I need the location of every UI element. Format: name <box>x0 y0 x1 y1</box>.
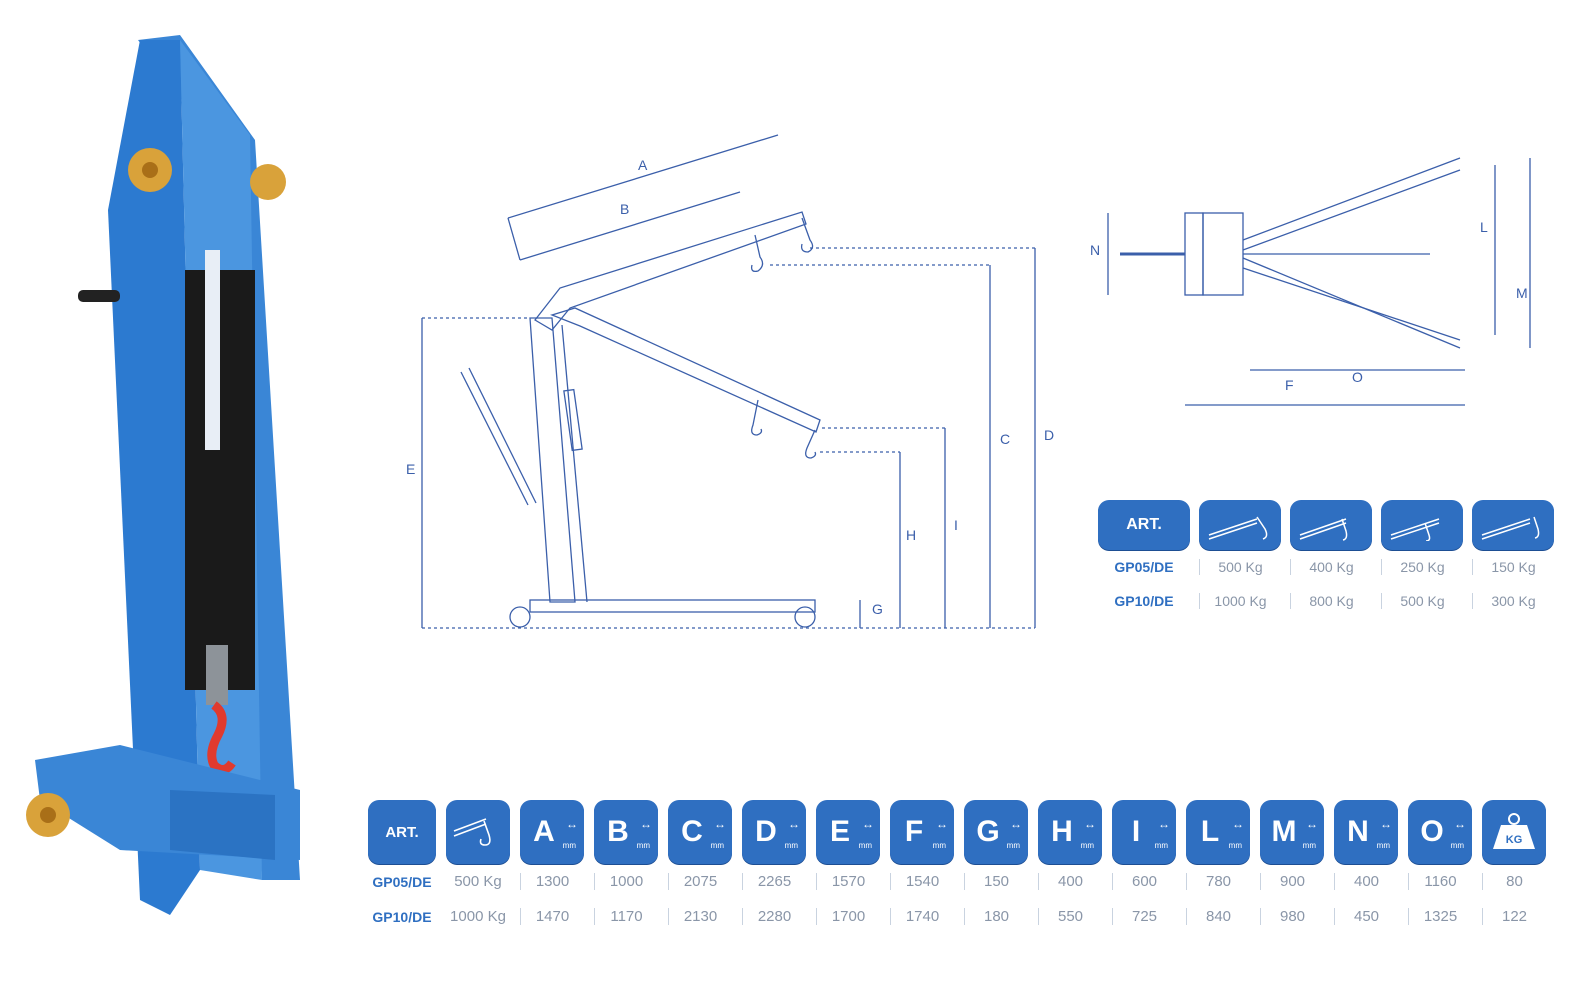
hook-position-1-icon <box>1199 500 1281 550</box>
dim-table-header: ART. A↔mm B↔mm C↔mm D↔mm E↔mm F↔mm G↔mm … <box>368 800 1556 864</box>
hook-position-2-icon <box>1290 500 1372 550</box>
dimensions-table: ART. A↔mm B↔mm C↔mm D↔mm E↔mm F↔mm G↔mm … <box>368 800 1556 934</box>
table-cell: 980 <box>1260 908 1324 925</box>
dim-header-F: F↔mm <box>890 800 954 864</box>
label-D: D <box>1044 427 1054 443</box>
dim-header-G: G↔mm <box>964 800 1028 864</box>
table-cell: 150 Kg <box>1472 559 1554 575</box>
weight-icon-label: KG <box>1506 834 1523 846</box>
dim-header-L: L↔mm <box>1186 800 1250 864</box>
table-cell: 450 <box>1334 908 1398 925</box>
product-photo <box>0 0 330 1000</box>
label-A: A <box>638 157 648 173</box>
label-L: L <box>1480 219 1488 235</box>
table-cell: 1540 <box>890 873 954 890</box>
weight-cell: 80 <box>1482 873 1546 890</box>
dim-header-O: O↔mm <box>1408 800 1472 864</box>
article-code: GP10/DE <box>372 908 432 925</box>
table-cell: 1700 <box>816 908 880 925</box>
label-F: F <box>1285 377 1294 393</box>
table-cell: 2280 <box>742 908 806 925</box>
dim-header-E: E↔mm <box>816 800 880 864</box>
table-row: GP05/DE 500 Kg 400 Kg 250 Kg 150 Kg <box>1098 550 1563 584</box>
label-M: M <box>1516 285 1528 301</box>
hook-position-4-icon <box>1472 500 1554 550</box>
capacity-cell: 1000 Kg <box>450 908 506 925</box>
table-cell: 250 Kg <box>1381 559 1463 575</box>
capacity-cell: 500 Kg <box>454 873 502 890</box>
table-row: GP10/DE 1000 Kg 800 Kg 500 Kg 300 Kg <box>1098 584 1563 618</box>
hook-position-3-icon <box>1381 500 1463 550</box>
table-cell: 500 Kg <box>1381 593 1463 609</box>
hook-capacity-icon <box>446 800 510 864</box>
table-cell: 900 <box>1260 873 1324 890</box>
table-cell: 800 Kg <box>1290 593 1372 609</box>
table-row: GP05/DE 500 Kg 1300 1000 2075 2265 1570 … <box>368 864 1556 899</box>
table-cell: 1300 <box>520 873 584 890</box>
dim-header-M: M↔mm <box>1260 800 1324 864</box>
table-cell: 1000 <box>594 873 658 890</box>
article-code: GP05/DE <box>372 873 432 890</box>
article-code: GP05/DE <box>1114 559 1174 575</box>
table-cell: 1570 <box>816 873 880 890</box>
table-cell: 400 Kg <box>1290 559 1372 575</box>
table-cell: 2075 <box>668 873 732 890</box>
label-C: C <box>1000 431 1010 447</box>
weight-icon: KG <box>1482 800 1546 864</box>
load-table-header: ART. <box>1098 500 1563 550</box>
table-cell: 725 <box>1112 908 1176 925</box>
table-row: GP10/DE 1000 Kg 1470 1170 2130 2280 1700… <box>368 899 1556 934</box>
art-header: ART. <box>1098 500 1190 550</box>
table-cell: 400 <box>1334 873 1398 890</box>
table-cell: 1000 Kg <box>1199 593 1281 609</box>
label-O: O <box>1352 369 1363 385</box>
table-cell: 180 <box>964 908 1028 925</box>
label-B: B <box>620 201 629 217</box>
dim-header-B: B↔mm <box>594 800 658 864</box>
table-cell: 2265 <box>742 873 806 890</box>
table-cell: 1170 <box>594 908 658 925</box>
table-cell: 840 <box>1186 908 1250 925</box>
table-cell: 500 Kg <box>1199 559 1281 575</box>
technical-drawing: A B C D E F G H I L M N O <box>330 0 1589 680</box>
label-H: H <box>906 527 916 543</box>
table-cell: 600 <box>1112 873 1176 890</box>
table-cell: 400 <box>1038 873 1102 890</box>
dim-header-N: N↔mm <box>1334 800 1398 864</box>
table-cell: 1325 <box>1408 908 1472 925</box>
table-cell: 300 Kg <box>1472 593 1554 609</box>
table-cell: 550 <box>1038 908 1102 925</box>
dim-header-I: I↔mm <box>1112 800 1176 864</box>
load-capacity-table: ART. GP05/DE 500 Kg 400 Kg 250 Kg 150 Kg… <box>1098 500 1563 618</box>
dim-header-C: C↔mm <box>668 800 732 864</box>
table-cell: 780 <box>1186 873 1250 890</box>
label-E: E <box>406 461 415 477</box>
dim-header-H: H↔mm <box>1038 800 1102 864</box>
dim-header-A: A↔mm <box>520 800 584 864</box>
weight-cell: 122 <box>1482 908 1546 925</box>
label-N: N <box>1090 242 1100 258</box>
label-I: I <box>954 517 958 533</box>
label-G: G <box>872 601 883 617</box>
table-cell: 2130 <box>668 908 732 925</box>
table-cell: 150 <box>964 873 1028 890</box>
table-cell: 1160 <box>1408 873 1472 890</box>
table-cell: 1470 <box>520 908 584 925</box>
dim-header-D: D↔mm <box>742 800 806 864</box>
art-header: ART. <box>368 800 436 864</box>
table-cell: 1740 <box>890 908 954 925</box>
article-code: GP10/DE <box>1114 593 1174 609</box>
